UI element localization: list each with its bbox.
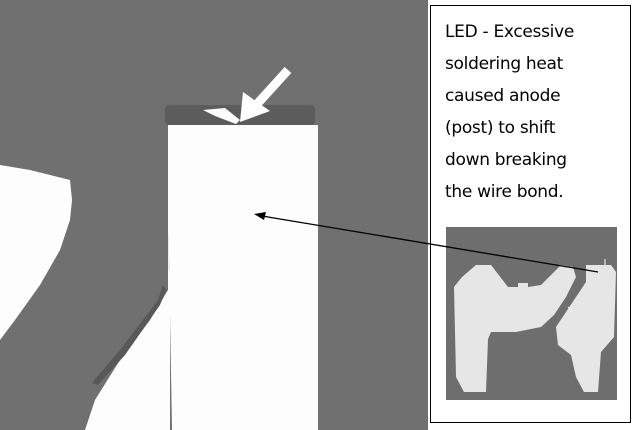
caption-line: caused anode bbox=[445, 86, 561, 106]
xray-inset-image bbox=[446, 227, 617, 400]
xray-closeup-image bbox=[0, 0, 428, 430]
caption-line: LED - Excessive bbox=[445, 22, 575, 42]
post-rim bbox=[165, 105, 315, 125]
caption-text: LED - Excessive soldering heat caused an… bbox=[445, 16, 625, 208]
broken-wire-bond bbox=[203, 108, 240, 124]
inset-anode-shape bbox=[556, 265, 616, 392]
caption-line: (post) to shift bbox=[445, 118, 556, 138]
caption-line: soldering heat bbox=[445, 54, 564, 74]
anode-post-shape bbox=[168, 125, 318, 430]
callout-box: LED - Excessive soldering heat caused an… bbox=[430, 5, 631, 423]
caption-line: the wire bond. bbox=[445, 182, 564, 202]
caption-line: down breaking bbox=[445, 150, 567, 170]
white-arrow-icon bbox=[240, 66, 292, 122]
dark-band-shape bbox=[92, 285, 166, 385]
left-lead-shape bbox=[0, 165, 72, 340]
inset-cathode-shape bbox=[454, 265, 576, 392]
